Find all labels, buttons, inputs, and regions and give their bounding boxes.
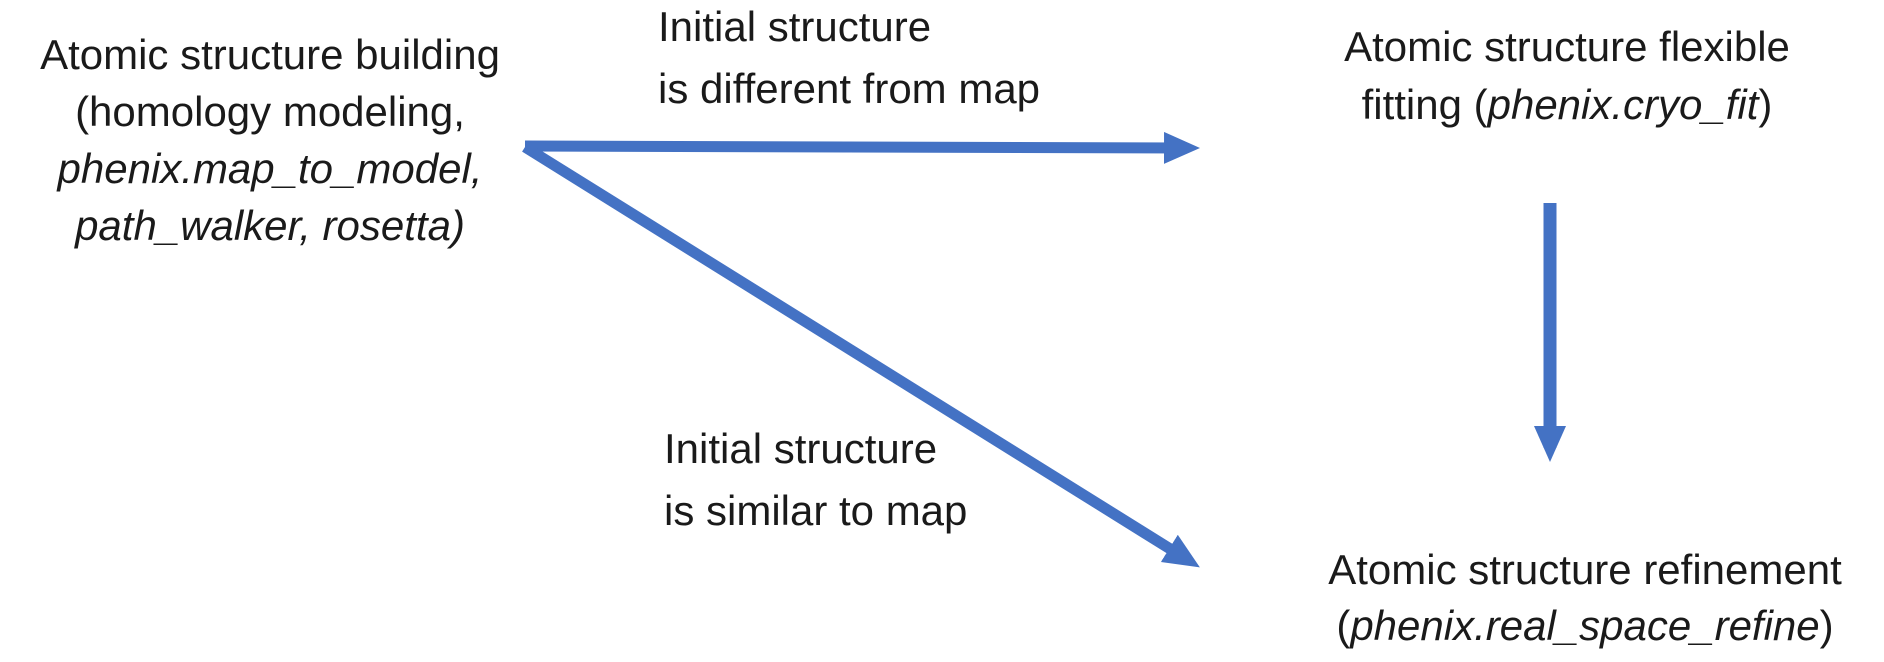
node-structure-refinement-line1: Atomic structure refinement xyxy=(1328,546,1842,593)
node-structure-refinement-line2-prefix: ( xyxy=(1336,602,1351,649)
node-structure-refinement-line2: (phenix.real_space_refine) xyxy=(1280,598,1884,654)
node-structure-building-line4: path_walker, rosetta) xyxy=(75,202,465,249)
node-structure-building: Atomic structure building (homology mode… xyxy=(5,26,535,254)
node-flexible-fitting: Atomic structure flexible fitting (pheni… xyxy=(1287,18,1847,134)
node-structure-building-line1: Atomic structure building xyxy=(40,31,500,78)
node-flexible-fitting-tool: phenix.cryo_fit xyxy=(1487,81,1759,128)
label-condition-similar-line2: is similar to map xyxy=(664,487,968,534)
node-flexible-fitting-line2-suffix: ) xyxy=(1758,81,1773,128)
node-structure-building-line3: phenix.map_to_model, xyxy=(57,145,483,192)
label-condition-different-line1: Initial structure xyxy=(658,3,932,50)
node-flexible-fitting-line2: fitting (phenix.cryo_fit) xyxy=(1287,76,1847,134)
label-condition-different: Initial structure is different from map xyxy=(658,0,1040,120)
arrow-building-to-refinement xyxy=(522,142,1200,568)
node-structure-refinement-tool: phenix.real_space_refine xyxy=(1350,602,1820,649)
node-flexible-fitting-line1: Atomic structure flexible xyxy=(1344,23,1790,70)
node-structure-building-line2: (homology modeling, xyxy=(75,88,465,135)
arrow-building-to-fitting xyxy=(524,131,1200,164)
node-flexible-fitting-line2-prefix: fitting ( xyxy=(1361,81,1488,128)
label-condition-different-line2: is different from map xyxy=(658,65,1041,112)
node-structure-refinement: Atomic structure refinement (phenix.real… xyxy=(1280,542,1884,654)
node-structure-refinement-line2-suffix: ) xyxy=(1819,602,1834,649)
label-condition-similar: Initial structure is similar to map xyxy=(664,418,967,542)
label-condition-similar-line1: Initial structure xyxy=(664,425,938,472)
